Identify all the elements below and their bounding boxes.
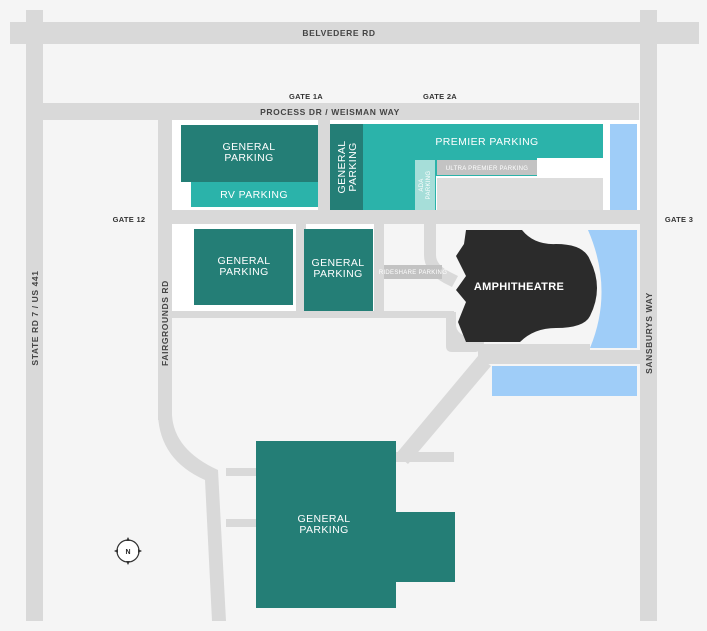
rideshare-parking-lot[interactable]: [384, 265, 442, 279]
state-road-7: [26, 10, 43, 621]
amphitheatre-venue[interactable]: AMPHITHEATRE: [456, 230, 637, 348]
sansburys-way-label: SANSBURYS WAY: [644, 292, 654, 374]
general-parking-lot-1[interactable]: [181, 125, 318, 182]
west-connector-road-a: [226, 468, 262, 476]
roads: [10, 10, 699, 621]
general-parking-vertical-line-1: GENERAL: [336, 141, 348, 194]
general-parking-1-line-1: GENERAL: [223, 141, 276, 153]
belvedere-road-label: BELVEDERE RD: [302, 28, 375, 38]
general-parking-south-line-2: PARKING: [299, 524, 348, 536]
south-east-road: [478, 344, 640, 364]
west-connector-road-b: [226, 519, 262, 527]
process-drive-label: PROCESS DR / WEISMAN WAY: [260, 107, 400, 117]
lawn-seating-area: [588, 230, 637, 348]
rv-parking-label: RV PARKING: [220, 189, 288, 201]
retention-pond-northeast: [610, 124, 637, 210]
gate-1a-label: GATE 1A: [289, 92, 323, 101]
gate-3-label: GATE 3: [665, 215, 693, 224]
state-road-label: STATE RD 7 / US 441: [30, 270, 40, 365]
amphitheatre-label: AMPHITHEATRE: [474, 281, 564, 293]
general-parking-3-line-2: PARKING: [313, 268, 362, 280]
fairgrounds-road: [158, 120, 172, 420]
general-parking-south-line-1: GENERAL: [298, 513, 351, 525]
lot-divider-road: [318, 120, 330, 218]
general-parking-vertical-lot[interactable]: [330, 124, 363, 210]
fairgrounds-road-curve: [158, 415, 226, 621]
ultra-premier-parking-lot[interactable]: [437, 160, 537, 175]
ultra-premier-parking-label: ULTRA PREMIER PARKING: [446, 166, 528, 172]
ada-parking-lot[interactable]: [415, 160, 435, 210]
general-parking-lot-3[interactable]: [304, 229, 373, 311]
premier-parking-label: PREMIER PARKING: [435, 136, 538, 148]
compass-north-label: N: [125, 549, 130, 556]
lot-general-south[interactable]: GENERAL PARKING: [256, 441, 455, 608]
diagonal-road: [396, 356, 491, 464]
retention-pond-southeast: [492, 366, 637, 396]
lot-premier-northeast[interactable]: GENERAL PARKING PREMIER PARKING ADA PARK…: [330, 120, 640, 210]
mid-connector-road: [172, 210, 640, 224]
amphitheatre-building[interactable]: [456, 230, 597, 342]
reserved-area-northeast: [437, 178, 603, 210]
process-drive-road: [42, 103, 639, 120]
general-parking-lot-2[interactable]: [194, 229, 293, 305]
sansburys-way-road: [640, 10, 657, 621]
gate-2a-label: GATE 2A: [423, 92, 457, 101]
gate-12-label: GATE 12: [113, 215, 146, 224]
general-parking-2-line-2: PARKING: [219, 266, 268, 278]
lot-general-northwest[interactable]: GENERAL PARKING RV PARKING: [172, 120, 318, 210]
south-divider-road-b: [374, 224, 384, 314]
rv-parking-lot[interactable]: [191, 182, 318, 207]
general-parking-vertical-line-2: PARKING: [347, 142, 359, 191]
general-parking-2-line-1: GENERAL: [218, 255, 271, 267]
ada-parking-line-1: ADA: [419, 178, 425, 191]
south-divider-road-a: [296, 224, 306, 314]
ada-parking-line-2: PARKING: [426, 171, 432, 200]
rideshare-parking-label: RIDESHARE PARKING: [379, 270, 447, 276]
belvedere-road: [10, 22, 699, 44]
lot-general-middle[interactable]: GENERAL PARKING GENERAL PARKING RIDESHAR…: [172, 224, 447, 311]
fairgrounds-road-label: FAIRGROUNDS RD: [160, 280, 170, 366]
compass-icon: N: [114, 537, 142, 565]
south-lot-road: [172, 311, 454, 318]
general-parking-lot-south[interactable]: [256, 441, 455, 608]
diagonal-spur-road: [396, 452, 454, 462]
general-parking-3-line-1: GENERAL: [312, 257, 365, 269]
general-parking-1-line-2: PARKING: [224, 152, 273, 164]
